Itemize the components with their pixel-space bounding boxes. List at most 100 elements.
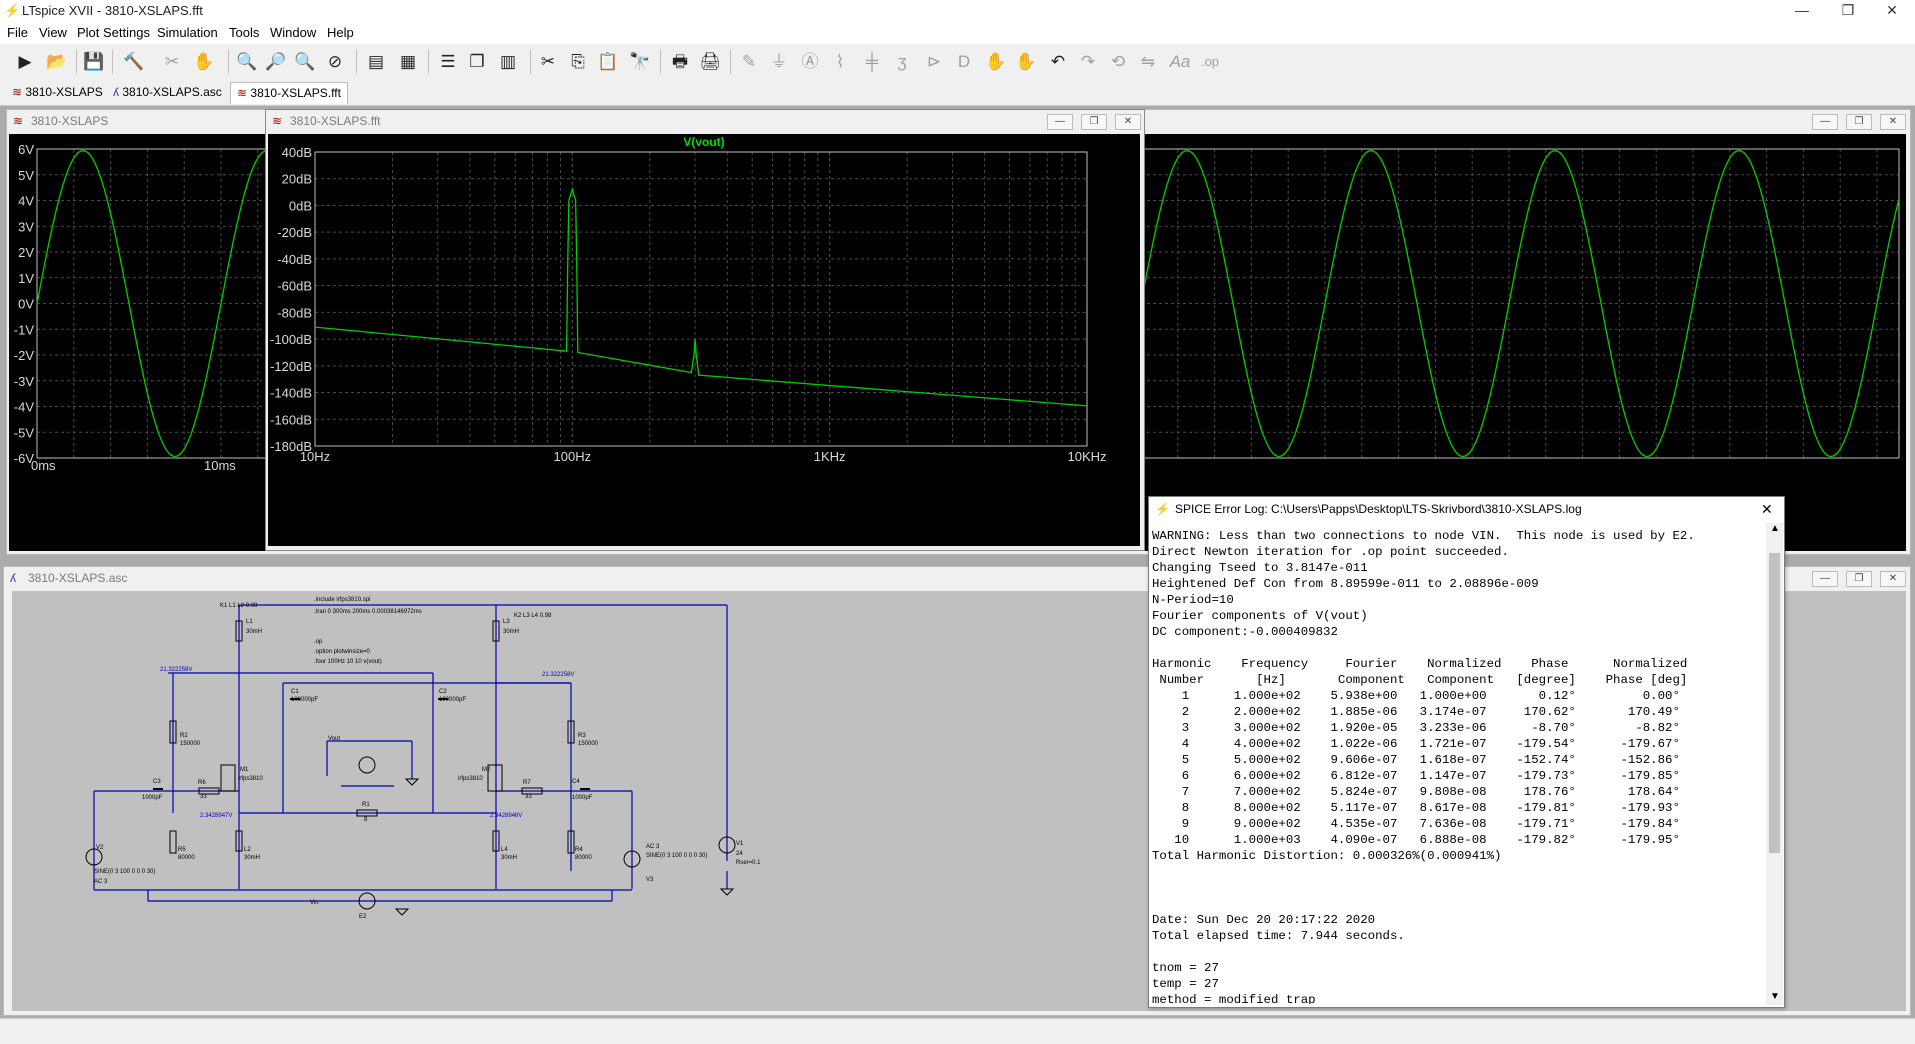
minimize-button[interactable]: —: [1812, 114, 1838, 130]
minimize-button[interactable]: —: [1812, 571, 1838, 587]
save-icon[interactable]: 💾: [83, 52, 105, 71]
x-tick-label: 100Hz: [554, 449, 592, 464]
run-icon[interactable]: ▶: [18, 52, 32, 71]
menu-file[interactable]: File: [7, 25, 28, 40]
pan-icon[interactable]: ✋: [193, 52, 215, 71]
open-icon[interactable]: 📂: [46, 52, 68, 71]
autorange-icon[interactable]: ▤: [367, 52, 385, 71]
scroll-thumb[interactable]: [1769, 553, 1780, 853]
copy-icon[interactable]: ⎘: [571, 52, 585, 71]
schematic-label: Vin: [310, 900, 319, 906]
menu-bar: File View Plot Settings Simulation Tools…: [0, 22, 1915, 44]
inductor-icon[interactable]: ʒ: [897, 52, 907, 71]
y-tick-label: 1V: [18, 271, 34, 286]
scroll-down-icon[interactable]: ▼: [1770, 991, 1780, 1002]
grid-icon[interactable]: ▦: [399, 52, 417, 71]
component-icon[interactable]: D: [957, 52, 971, 71]
log-line: 5 5.000e+02 9.606e-07 1.618e-07 -152.74°…: [1152, 753, 1680, 767]
log-line: [1152, 640, 1767, 656]
component-symbol: [235, 830, 243, 852]
menu-window[interactable]: Window: [270, 25, 317, 40]
zoom-in-icon[interactable]: 🔍: [236, 52, 258, 71]
tab-waveform[interactable]: ≋ 3810-XSLAPS: [6, 82, 109, 103]
wire-icon[interactable]: ✎: [741, 52, 757, 71]
menu-plot-settings[interactable]: Plot Settings: [77, 25, 150, 40]
diode-icon[interactable]: ⊳: [926, 52, 942, 71]
source-symbol: [358, 892, 376, 910]
tile-vertical-icon[interactable]: ▥: [499, 52, 517, 71]
schematic-label: Rser=0.1: [736, 860, 761, 866]
log-line: Changing Tseed to 3.8147e-011: [1152, 561, 1368, 575]
zoom-fit-icon[interactable]: ⊘: [327, 52, 343, 71]
menu-view[interactable]: View: [39, 25, 67, 40]
undo-icon[interactable]: ↶: [1050, 52, 1066, 71]
find-icon[interactable]: 🔭: [629, 52, 651, 71]
schematic-label: 30mH: [501, 855, 517, 861]
spice-error-log-window: ⚡ SPICE Error Log: C:\Users\Papps\Deskto…: [1148, 496, 1785, 1008]
toolbar: ▶ 📂 💾 🔨 ✂ ✋ 🔍 🔎 🔍 ⊘ ▤ ▦ ☰ ❐ ▥ ✂ ⎘ 📋 🔭 🖶 …: [0, 44, 1915, 81]
redo-icon[interactable]: ↷: [1080, 52, 1096, 71]
spice-directive-icon[interactable]: .op: [1200, 54, 1220, 69]
schematic-label: 80000: [178, 855, 195, 861]
schematic-label: 2.3428946V: [490, 813, 522, 819]
text-icon[interactable]: Aa: [1169, 52, 1191, 71]
halt-icon[interactable]: ✂: [164, 52, 180, 71]
log-scrollbar[interactable]: ▲ ▼: [1766, 523, 1783, 1005]
zoom-out-icon[interactable]: 🔍: [294, 52, 316, 71]
tab-fft[interactable]: ≋ 3810-XSLAPS.fft: [230, 82, 348, 104]
window-title: LTspice XVII - 3810-XSLAPS.fft: [22, 3, 203, 18]
zoom-area-icon[interactable]: 🔎: [265, 52, 287, 71]
close-button[interactable]: ✕: [1115, 114, 1141, 130]
ground-icon[interactable]: ⏚: [770, 52, 788, 71]
menu-simulation[interactable]: Simulation: [157, 25, 218, 40]
tab-schematic[interactable]: ʎ 3810-XSLAPS.asc: [107, 82, 228, 103]
move-icon[interactable]: ✋: [985, 52, 1007, 71]
restore-button[interactable]: ❐: [1841, 2, 1855, 18]
scroll-up-icon[interactable]: ▲: [1770, 523, 1780, 534]
close-icon[interactable]: ✕: [1761, 501, 1773, 517]
schematic-label: 21.322258V: [542, 672, 574, 678]
maximize-button[interactable]: ❐: [1846, 571, 1872, 587]
spice-directive: .include irfps3810.spi: [314, 597, 370, 603]
control-panel-icon[interactable]: 🔨: [123, 52, 145, 71]
schematic-label: 30mH: [503, 629, 519, 635]
menu-help[interactable]: Help: [327, 25, 354, 40]
log-line: N-Period=10: [1152, 593, 1234, 607]
menu-tools[interactable]: Tools: [229, 25, 260, 40]
drag-icon[interactable]: ✋: [1015, 52, 1037, 71]
y-tick-label: -6V: [14, 451, 35, 466]
y-tick-label: 3V: [18, 219, 34, 234]
log-line: [1152, 896, 1767, 912]
maximize-button[interactable]: ❐: [1846, 114, 1872, 130]
schematic-label: R2: [180, 733, 188, 739]
log-title: SPICE Error Log: C:\Users\Papps\Desktop\…: [1175, 502, 1582, 516]
mirror-icon[interactable]: ⇋: [1140, 52, 1156, 71]
minimize-button[interactable]: —: [1795, 2, 1809, 18]
maximize-button[interactable]: ❐: [1081, 114, 1107, 130]
component-symbol: [521, 787, 543, 795]
separator: [530, 50, 531, 74]
cascade-icon[interactable]: ❐: [469, 52, 485, 71]
schematic-label: C3: [153, 779, 161, 785]
y-tick-label: 5V: [18, 168, 34, 183]
schematic-label: 24: [736, 851, 743, 857]
label-net-icon[interactable]: Ⓐ: [801, 52, 819, 71]
y-tick-label: -20dB: [277, 225, 312, 240]
print-preview-icon[interactable]: 🖨: [699, 52, 721, 71]
capacitor-icon[interactable]: ╪: [865, 52, 879, 71]
minimize-button[interactable]: —: [1047, 114, 1073, 130]
close-button[interactable]: ✕: [1880, 571, 1906, 587]
cut-icon[interactable]: ✂: [540, 52, 556, 71]
y-tick-label: -80dB: [277, 305, 312, 320]
close-button[interactable]: ✕: [1886, 2, 1898, 18]
paste-icon[interactable]: 📋: [597, 52, 619, 71]
resistor-icon[interactable]: ⌇: [835, 52, 845, 71]
tile-horizontal-icon[interactable]: ☰: [440, 52, 456, 71]
tab-label: 3810-XSLAPS.asc: [122, 85, 222, 99]
close-button[interactable]: ✕: [1880, 114, 1906, 130]
rotate-icon[interactable]: ⟲: [1110, 52, 1126, 71]
log-text[interactable]: WARNING: Less than two connections to no…: [1152, 528, 1767, 1004]
print-icon[interactable]: 🖶: [671, 52, 689, 71]
